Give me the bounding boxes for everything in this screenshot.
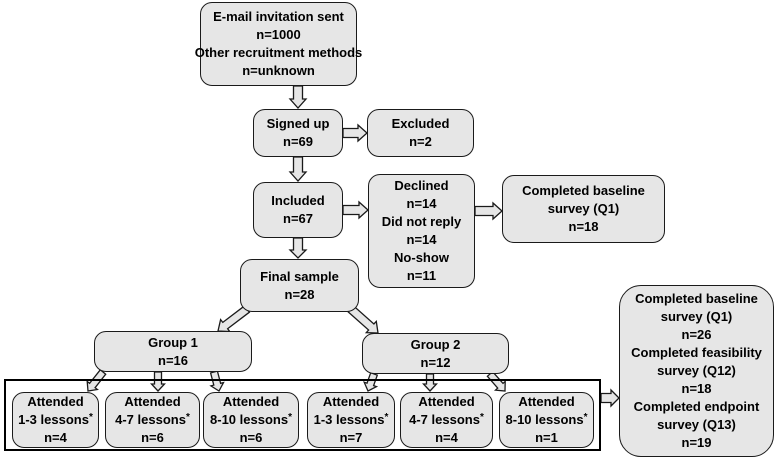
arrow-group2-lesson2 [422, 373, 438, 392]
lesson-box: Attended 8-10 lessons* n=6 [203, 392, 299, 448]
lesson-box: Attended 1-3 lessons* n=4 [12, 392, 99, 448]
lesson-range-line: 8-10 lessons* [210, 411, 292, 429]
invitation-line: E-mail invitation sent [213, 9, 344, 24]
arrow-declined-baseline [474, 201, 503, 221]
arrow-frame-surveys [600, 388, 620, 408]
lesson-range: 1-3 lessons [313, 412, 385, 427]
lesson-attended: Attended [124, 394, 181, 409]
baseline-survey-label: survey (Q1) [547, 201, 620, 216]
excluded-count: n=2 [409, 134, 432, 149]
arrow-final-group2 [347, 305, 379, 334]
surveys-baseline-label: Completed baseline [635, 291, 758, 306]
excluded-label: Excluded [391, 116, 450, 131]
baseline-count: n=18 [568, 219, 599, 234]
surveys-baseline-count: n=26 [681, 327, 712, 342]
no-reply-count: n=14 [406, 232, 437, 247]
excluded-box: Excluded n=2 [367, 109, 474, 157]
final-sample-label: Final sample [260, 268, 339, 284]
surveys-feasibility-label: Completed feasibility [631, 345, 762, 360]
lesson-box: Attended 4-7 lessons* n=4 [400, 392, 493, 448]
final-sample-count: n=28 [284, 286, 315, 302]
arrow-signed-up-included [288, 156, 308, 182]
surveys-baseline-q: survey (Q1) [660, 309, 733, 324]
lesson-box: Attended 8-10 lessons* n=1 [499, 392, 594, 448]
lesson-box: Attended 4-7 lessons* n=6 [105, 392, 200, 448]
lesson-box: Attended 1-3 lessons* n=7 [307, 392, 395, 448]
lesson-attended: Attended [518, 394, 575, 409]
included-count: n=67 [283, 211, 313, 226]
other-methods-count: n=unknown [242, 63, 315, 78]
asterisk: * [479, 412, 484, 423]
lesson-range: 1-3 lessons [18, 412, 89, 427]
arrow-included-declined [342, 200, 369, 220]
surveys-endpoint-label: Completed endpoint [633, 399, 760, 414]
lesson-count: n=4 [435, 430, 458, 445]
lesson-range: 4-7 lessons [409, 412, 480, 427]
group2-count: n=12 [420, 354, 451, 370]
lesson-attended: Attended [222, 394, 280, 409]
baseline-label: Completed baseline [522, 183, 645, 198]
group2-box: Group 2 n=12 [362, 333, 509, 374]
no-show-label: No-show [394, 250, 449, 265]
lesson-attended: Attended [418, 394, 475, 409]
lesson-count: n=6 [141, 430, 164, 445]
lessons-frame [4, 379, 601, 451]
lesson-range-line: 1-3 lessons* [18, 411, 93, 429]
surveys-box: Completed baseline survey (Q1) n=26 Comp… [619, 285, 774, 457]
lesson-count: n=4 [44, 430, 67, 445]
invitation-box: E-mail invitation sent n=1000 Other recr… [195, 2, 362, 86]
surveys-endpoint-count: n=19 [681, 435, 712, 450]
lesson-range: 4-7 lessons [115, 412, 186, 427]
group1-label: Group 1 [148, 334, 198, 350]
lesson-range-line: 4-7 lessons* [409, 411, 484, 429]
signed-up-label: Signed up [266, 116, 330, 131]
lesson-range: 8-10 lessons [210, 412, 289, 427]
declined-box: Declined n=14 Did not reply n=14 No-show… [368, 174, 475, 288]
included-label: Included [271, 193, 325, 208]
lesson-attended: Attended [27, 394, 84, 409]
surveys-feasibility-count: n=18 [681, 381, 712, 396]
lesson-range-line: 1-3 lessons* [314, 411, 389, 429]
arrow-signed-up-excluded [342, 123, 368, 143]
lesson-range: 8-10 lessons [505, 412, 584, 427]
lesson-attended: Attended [322, 394, 380, 409]
asterisk: * [88, 412, 93, 423]
group1-count: n=16 [158, 352, 188, 368]
surveys-feasibility-q: survey (Q12) [657, 363, 736, 378]
other-methods-line: Other recruitment methods [194, 45, 363, 60]
group1-box: Group 1 n=16 [94, 331, 252, 372]
asterisk: * [288, 412, 292, 423]
no-show-count: n=11 [406, 268, 437, 283]
lesson-count: n=1 [535, 430, 558, 445]
arrow-group2-lesson1 [363, 371, 379, 392]
signed-up-box: Signed up n=69 [253, 109, 343, 157]
baseline-declined-box: Completed baseline survey (Q1) n=18 [502, 175, 665, 243]
group2-label: Group 2 [410, 336, 461, 352]
final-sample-box: Final sample n=28 [240, 259, 359, 312]
declined-label: Declined [394, 178, 449, 193]
signed-up-count: n=69 [283, 134, 313, 149]
lesson-count: n=6 [239, 430, 263, 445]
lesson-range-line: 8-10 lessons* [506, 411, 588, 429]
no-reply-label: Did not reply [381, 214, 462, 229]
asterisk: * [185, 412, 190, 423]
arrow-invitation-signed-up [288, 85, 308, 109]
included-box: Included n=67 [253, 182, 343, 238]
arrow-included-final [288, 237, 308, 259]
invitation-count: n=1000 [256, 27, 301, 42]
arrow-group1-lesson3 [209, 370, 225, 392]
asterisk: * [583, 412, 588, 423]
asterisk: * [384, 412, 389, 423]
lesson-count: n=7 [339, 430, 363, 445]
surveys-endpoint-q: survey (Q13) [657, 417, 736, 432]
declined-count: n=14 [406, 196, 437, 211]
lesson-range-line: 4-7 lessons* [115, 411, 190, 429]
arrow-group1-lesson2 [150, 371, 166, 392]
